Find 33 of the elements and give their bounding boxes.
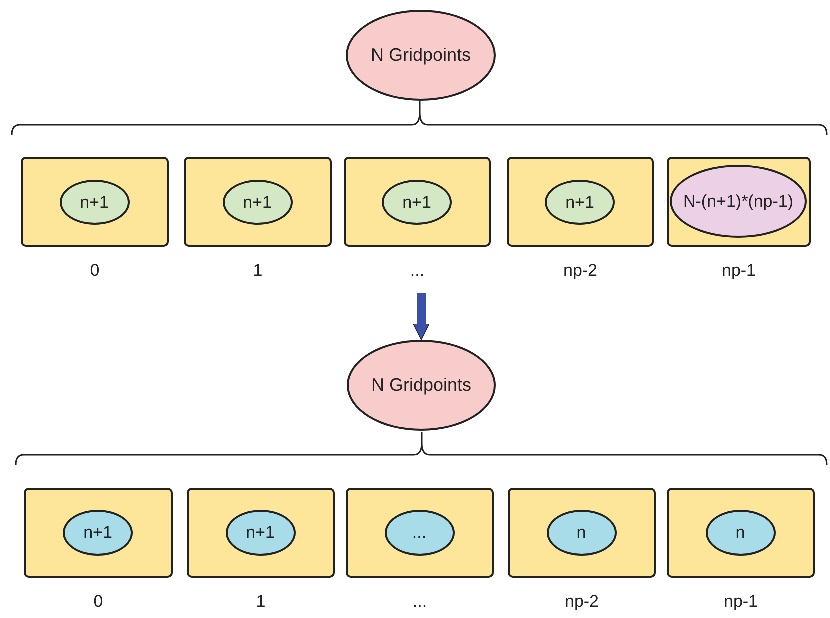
partition-box <box>667 488 815 578</box>
partition-index: 1 <box>252 261 264 281</box>
partition-index: ... <box>409 261 426 281</box>
node-label: n <box>736 523 746 543</box>
node-label: N-(n+1)*(np-1) <box>683 192 794 212</box>
node-label: N Gridpoints <box>371 375 472 396</box>
arrow <box>413 293 430 340</box>
node-label: n+1 <box>243 192 272 212</box>
node-label: n <box>576 523 586 543</box>
node-label: N Gridpoints <box>370 45 472 66</box>
partition-box <box>667 157 811 247</box>
partition-index: np-1 <box>720 261 758 281</box>
partition-index: 1 <box>255 592 267 612</box>
partition-box <box>24 488 173 578</box>
node-label: n+1 <box>84 523 112 543</box>
node-label: n+1 <box>80 192 109 212</box>
partition-index: np-2 <box>564 592 600 612</box>
partition-index: 0 <box>89 261 101 281</box>
node-label: n+1 <box>402 192 432 212</box>
partition-box <box>507 157 654 247</box>
node-label: ... <box>412 523 427 543</box>
partition-index: np-1 <box>722 592 760 612</box>
partition-index: np-2 <box>562 261 599 281</box>
node-label: n+1 <box>566 192 594 212</box>
node-label: n+1 <box>246 523 275 543</box>
partition-box <box>184 157 332 247</box>
partition-box <box>187 488 335 578</box>
partition-box <box>346 488 494 578</box>
partition-index: ... <box>412 592 428 612</box>
partition-box <box>508 488 656 578</box>
partition-index: 0 <box>92 592 104 612</box>
partition-box <box>21 157 169 247</box>
partition-box <box>344 157 491 247</box>
